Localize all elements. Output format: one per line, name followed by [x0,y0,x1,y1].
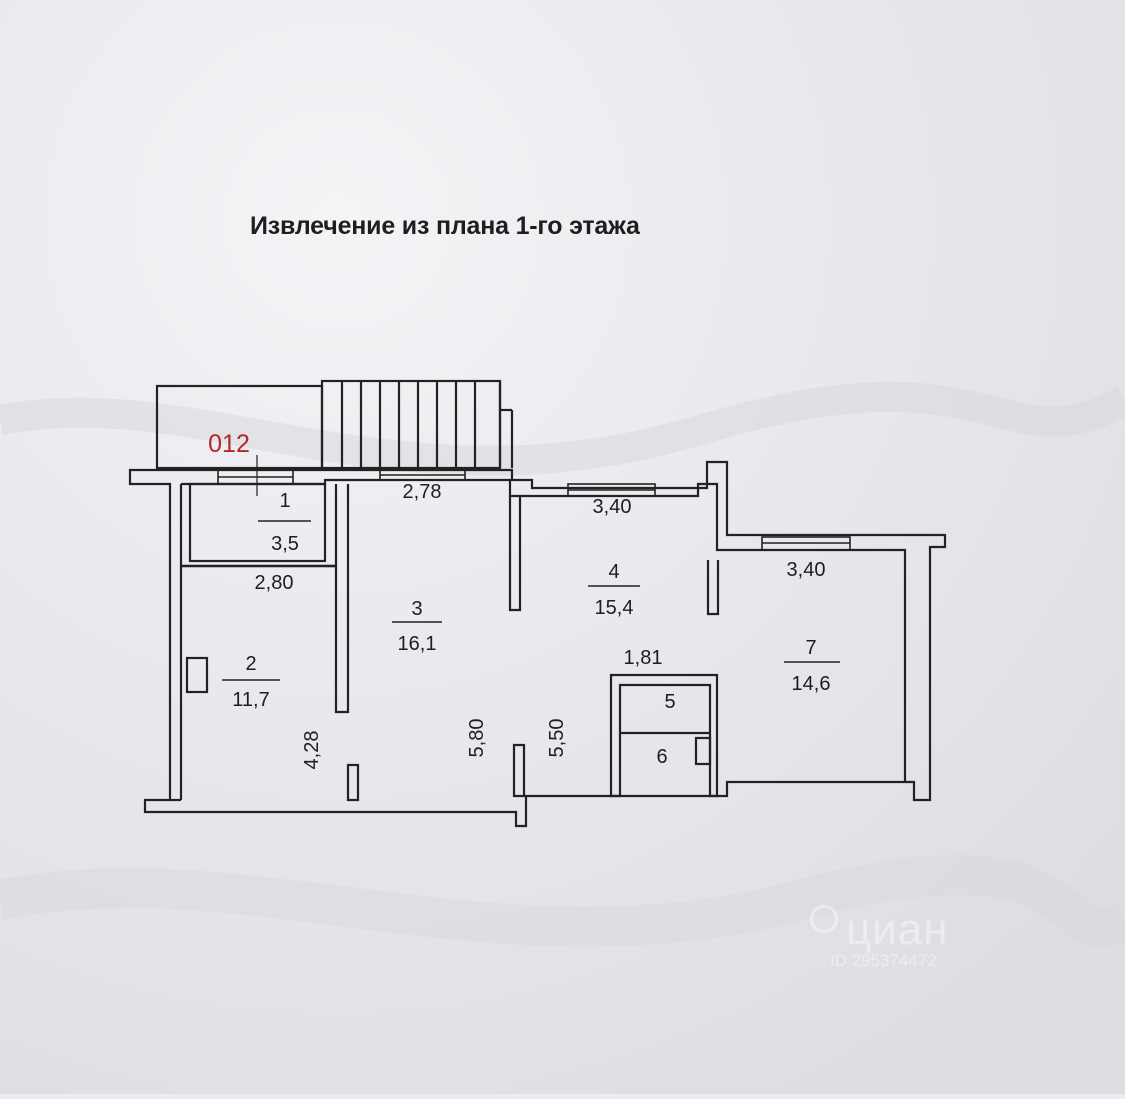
room-2-fixture [185,656,209,694]
room-6-number: 6 [656,746,667,768]
room-5-number: 5 [664,691,675,713]
plan-title: Извлечение из плана 1-го этажа [250,212,640,240]
stair-steps [340,381,514,468]
dim-top-room4: 3,40 [593,496,632,518]
dim-room4-side: 5,50 [546,719,568,758]
watermark-logo-icon [810,905,838,933]
partitions [185,484,720,802]
outer-walls [128,460,947,828]
dim-room1-bottom: 2,80 [255,572,294,594]
dim-room2-side: 4,28 [301,731,323,770]
room-6-fixture [694,736,712,766]
stairs [320,379,502,470]
room-4-area: 15,4 [595,597,634,619]
room-1-area: 3,5 [271,533,299,555]
room-4-number: 4 [608,561,619,583]
dim-room5-top: 1,81 [624,647,663,669]
windows [217,469,851,551]
dim-top-room7: 3,40 [787,559,826,581]
dim-top-room3: 2,78 [403,481,442,503]
room-7-area: 14,6 [792,673,831,695]
room-3-area: 16,1 [398,633,437,655]
watermark-logo: циан [846,905,949,954]
plan-marker: 012 [208,430,250,458]
room-1-number: 1 [279,490,290,512]
room-2-number: 2 [245,653,256,675]
watermark-id: ID 295374472 [830,951,937,970]
watermark: циан ID 295374472 [790,905,1030,995]
room-2-area: 11,7 [232,689,269,711]
dim-room3-side: 5,80 [466,719,488,758]
room-3-number: 3 [411,598,422,620]
fraction-bars [222,520,840,681]
room-7-number: 7 [805,637,816,659]
